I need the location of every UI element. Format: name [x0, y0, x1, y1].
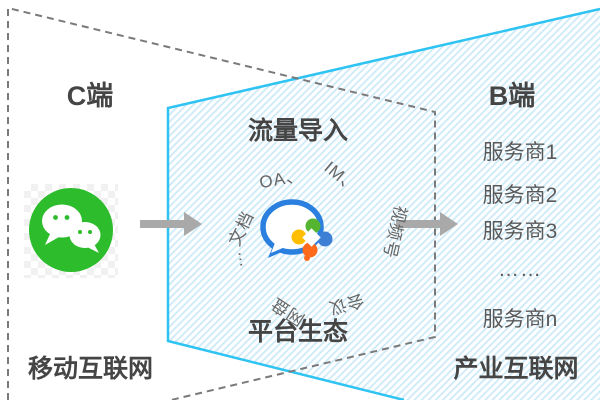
provider-item: 服务商1	[482, 141, 558, 164]
hatched-platform-region	[168, 9, 600, 400]
provider-item: 服务商3	[482, 220, 558, 243]
industrial-internet-label: 产业互联网	[453, 355, 579, 383]
b-side-title: B端	[488, 81, 536, 111]
arrow-right-icon	[396, 212, 458, 236]
wechat-work-logo	[260, 199, 333, 261]
provider-item: 服务商2	[482, 184, 558, 207]
arrow-right-icon	[140, 212, 202, 236]
wechat-logo	[29, 188, 113, 272]
platform-ecology-label: 平台生态	[247, 318, 348, 346]
provider-item: 服务商n	[482, 308, 558, 331]
traffic-import-label: 流量导入	[247, 117, 348, 145]
c-side-title: C端	[66, 81, 114, 111]
ring-item-ellipsis: …	[224, 249, 247, 270]
c-side-dashed-outline	[7, 6, 436, 400]
provider-ellipsis: ……	[498, 258, 542, 281]
mobile-internet-label: 移动互联网	[27, 355, 153, 383]
